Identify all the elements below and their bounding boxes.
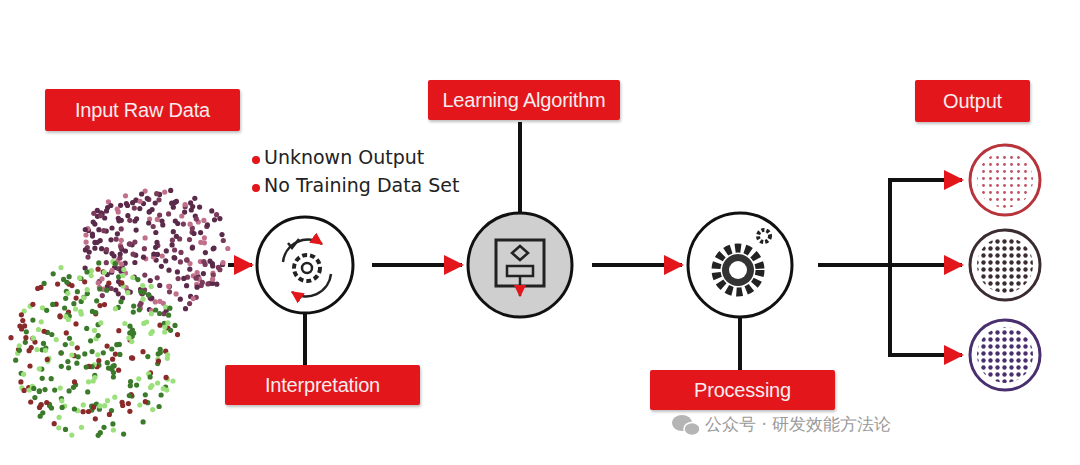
flow-arrows — [228, 178, 962, 357]
bullet-text: No Training Data Set — [264, 174, 460, 196]
label-text: Output — [943, 90, 1002, 113]
label-box: Processing — [650, 370, 835, 410]
processing-icon — [688, 213, 792, 317]
wechat-icon — [672, 415, 700, 436]
label-box: Interpretation — [225, 365, 420, 405]
bullet-dot — [252, 156, 260, 164]
label-text: Learning Algorithm — [442, 89, 605, 112]
interpretation-icon — [257, 217, 353, 313]
label-box: Learning Algorithm — [428, 80, 620, 120]
algorithm-icon — [468, 213, 572, 317]
label-text: Input Raw Data — [75, 99, 210, 122]
label-text: Processing — [694, 379, 791, 402]
output-clusters — [970, 145, 1040, 390]
watermark: 公众号 · 研发效能方法论 — [705, 413, 891, 436]
raw-data-cloud — [8, 188, 230, 438]
bullet-text: Unknown Output — [264, 146, 424, 168]
label-text: Interpretation — [265, 374, 380, 397]
bullet-dot — [252, 184, 260, 192]
label-box: Output — [915, 80, 1030, 122]
label-box: Input Raw Data — [45, 89, 240, 131]
